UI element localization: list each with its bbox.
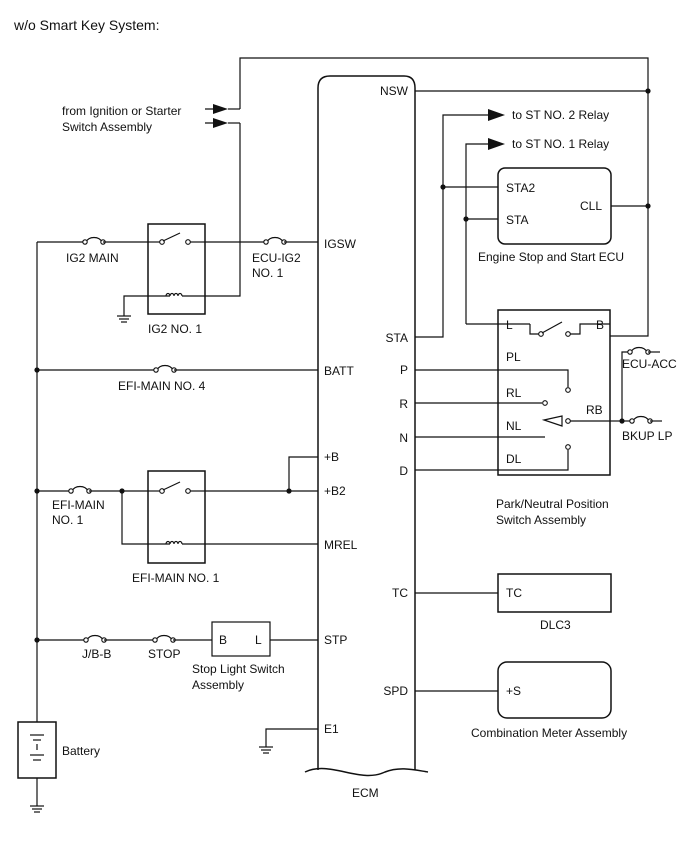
pin-stp: STP: [324, 633, 347, 647]
park-neutral-switch-box: [497, 309, 611, 476]
fuse-ecu-ig2-label-2: NO. 1: [252, 266, 284, 280]
fuse-efi-main-1-label-1: EFI-MAIN: [52, 498, 105, 512]
fuse-icon: [153, 364, 177, 373]
relay-efi-label: EFI-MAIN NO. 1: [132, 571, 220, 585]
pin-tc: TC: [392, 586, 408, 600]
stop-switch-pin-b: B: [219, 633, 227, 647]
ecm-label: ECM: [352, 786, 379, 800]
st2-relay-label: to ST NO. 2 Relay: [512, 108, 609, 122]
dlc3-box: [497, 573, 612, 613]
fuse-efi-main-1-label-2: NO. 1: [52, 513, 84, 527]
combination-meter-box: [497, 661, 612, 719]
fuse-icon: [83, 634, 107, 643]
pns-pin-rl: RL: [506, 386, 522, 400]
relay-ig2-label: IG2 NO. 1: [148, 322, 202, 336]
pns-label-2: Switch Assembly: [496, 513, 586, 527]
fuse-efi-main-4-label: EFI-MAIN NO. 4: [118, 379, 206, 393]
battery-label: Battery: [62, 744, 100, 758]
stop-light-switch-box: [211, 621, 271, 657]
pin-r: R: [399, 397, 408, 411]
arrow-icon: [488, 109, 505, 121]
pin-plus-b: +B: [324, 450, 339, 464]
engine-stop-start-ecu-label: Engine Stop and Start ECU: [478, 250, 624, 264]
ecu-pin-sta2: STA2: [506, 181, 535, 195]
meter-pin-s: +S: [506, 684, 521, 698]
pin-nsw: NSW: [380, 84, 409, 98]
stop-switch-label-1: Stop Light Switch: [192, 662, 285, 676]
fuse-stop-label: STOP: [148, 647, 180, 661]
ground-icon: [258, 740, 274, 754]
arrow-icon: [488, 138, 505, 150]
switch-contact-icon: [541, 321, 563, 334]
battery-icon: [30, 734, 44, 761]
stop-switch-pin-l: L: [255, 633, 262, 647]
ignition-source-label-1: from Ignition or Starter: [62, 104, 181, 118]
stop-switch-label-2: Assembly: [192, 678, 244, 692]
fuse-icon: [629, 415, 653, 424]
st1-relay-label: to ST NO. 1 Relay: [512, 137, 609, 151]
ground-icon: [116, 309, 132, 323]
pin-spd: SPD: [383, 684, 408, 698]
fuse-bkup-lp-label: BKUP LP: [622, 429, 672, 443]
fuse-icon: [263, 236, 287, 245]
arrow-icon: [213, 118, 228, 128]
selector-contact-icon: [541, 415, 563, 427]
fuse-icon: [82, 236, 106, 245]
relay-ig2-box: [147, 223, 206, 315]
pns-label-1: Park/Neutral Position: [496, 497, 609, 511]
pin-batt: BATT: [324, 364, 354, 378]
pin-plus-b2: +B2: [324, 484, 346, 498]
fuse-ecu-ig2-label-1: ECU-IG2: [252, 251, 301, 265]
fuse-ecu-acc-label: ECU-ACC: [622, 357, 677, 371]
pin-n: N: [399, 431, 408, 445]
pns-pin-nl: NL: [506, 419, 522, 433]
combination-meter-label: Combination Meter Assembly: [471, 726, 627, 740]
pns-pin-b: B: [596, 318, 604, 332]
ecm-body: [317, 75, 416, 770]
pns-pin-l: L: [506, 318, 513, 332]
fuse-ig2-main-label: IG2 MAIN: [66, 251, 119, 265]
ground-icon: [29, 799, 45, 813]
ecu-pin-sta: STA: [506, 213, 528, 227]
fuse-icon: [152, 634, 176, 643]
pin-igsw: IGSW: [324, 237, 357, 251]
fuse-jb-b-label: J/B-B: [82, 647, 111, 661]
pns-pin-pl: PL: [506, 350, 521, 364]
switch-contact-icon: [162, 232, 181, 242]
fuse-icon: [627, 346, 651, 355]
dlc3-label: DLC3: [540, 618, 571, 632]
pns-pin-dl: DL: [506, 452, 522, 466]
pin-d: D: [399, 464, 408, 478]
diagram-title: w/o Smart Key System:: [13, 17, 159, 33]
pin-mrel: MREL: [324, 538, 358, 552]
fuse-icon: [68, 485, 92, 494]
pin-e1: E1: [324, 722, 339, 736]
ignition-source-label-2: Switch Assembly: [62, 120, 152, 134]
pin-sta: STA: [386, 331, 408, 345]
switch-contact-icon: [162, 481, 181, 491]
pns-pin-rb: RB: [586, 403, 603, 417]
arrow-icon: [213, 104, 228, 114]
dlc3-pin-tc: TC: [506, 586, 522, 600]
ecm-break: [304, 767, 429, 777]
ecu-pin-cll: CLL: [580, 199, 602, 213]
relay-efi-box: [147, 470, 206, 564]
pin-p: P: [400, 363, 408, 377]
